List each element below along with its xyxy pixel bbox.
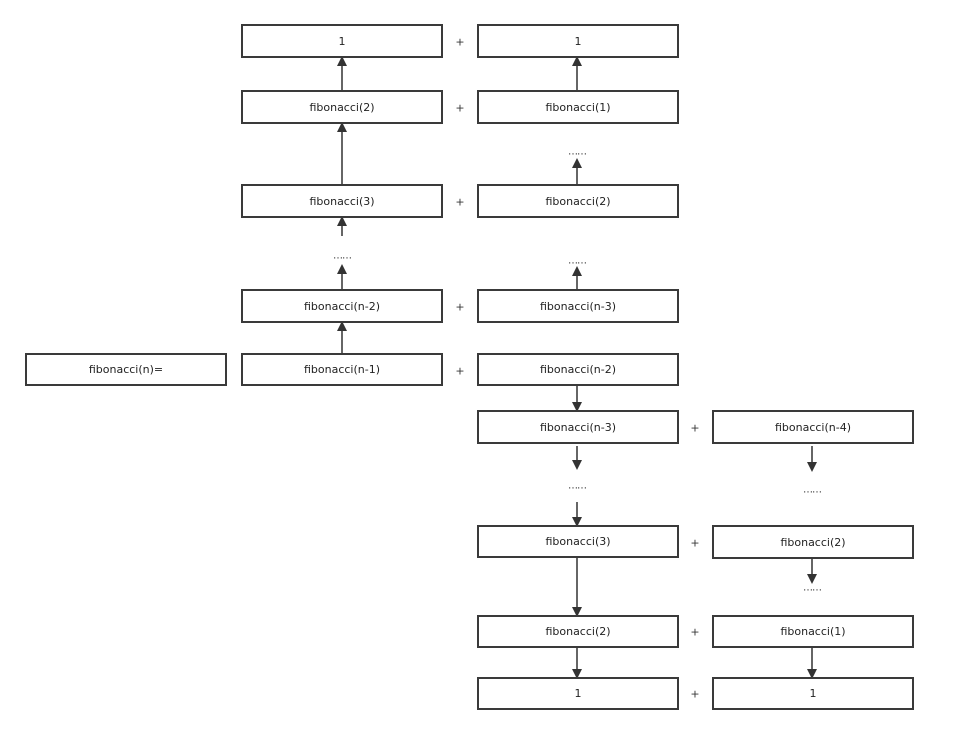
node-b2: fibonacci(1) — [477, 90, 679, 124]
node-b3: fibonacci(2) — [477, 184, 679, 218]
node-a4: fibonacci(n-2) — [241, 289, 443, 323]
node-c4: 1 — [712, 677, 914, 710]
ellipsis-b3: …… — [568, 480, 587, 492]
plus-sign: + — [690, 625, 700, 639]
plus-sign: + — [455, 35, 465, 49]
ellipsis-b2: …… — [568, 255, 587, 267]
node-b5: fibonacci(n-2) — [477, 353, 679, 386]
node-b4: fibonacci(n-3) — [477, 289, 679, 323]
node-b6: fibonacci(n-3) — [477, 410, 679, 444]
plus-sign: + — [690, 536, 700, 550]
node-b7: fibonacci(3) — [477, 525, 679, 558]
node-c3: fibonacci(1) — [712, 615, 914, 648]
node-a2: fibonacci(2) — [241, 90, 443, 124]
ellipsis-a: …… — [333, 250, 352, 262]
node-b1: 1 — [477, 24, 679, 58]
plus-sign: + — [690, 421, 700, 435]
ellipsis-b1: …… — [568, 146, 587, 158]
plus-sign: + — [455, 300, 465, 314]
plus-sign: + — [690, 687, 700, 701]
plus-sign: + — [455, 101, 465, 115]
ellipsis-c2: …… — [803, 582, 822, 594]
node-a5: fibonacci(n-1) — [241, 353, 443, 386]
ellipsis-c1: …… — [803, 484, 822, 496]
node-a1: 1 — [241, 24, 443, 58]
node-b8: fibonacci(2) — [477, 615, 679, 648]
node-c1: fibonacci(n-4) — [712, 410, 914, 444]
root-node: fibonacci(n)= — [25, 353, 227, 386]
node-c2: fibonacci(2) — [712, 525, 914, 559]
plus-sign: + — [455, 195, 465, 209]
node-a3: fibonacci(3) — [241, 184, 443, 218]
node-b9: 1 — [477, 677, 679, 710]
plus-sign: + — [455, 364, 465, 378]
